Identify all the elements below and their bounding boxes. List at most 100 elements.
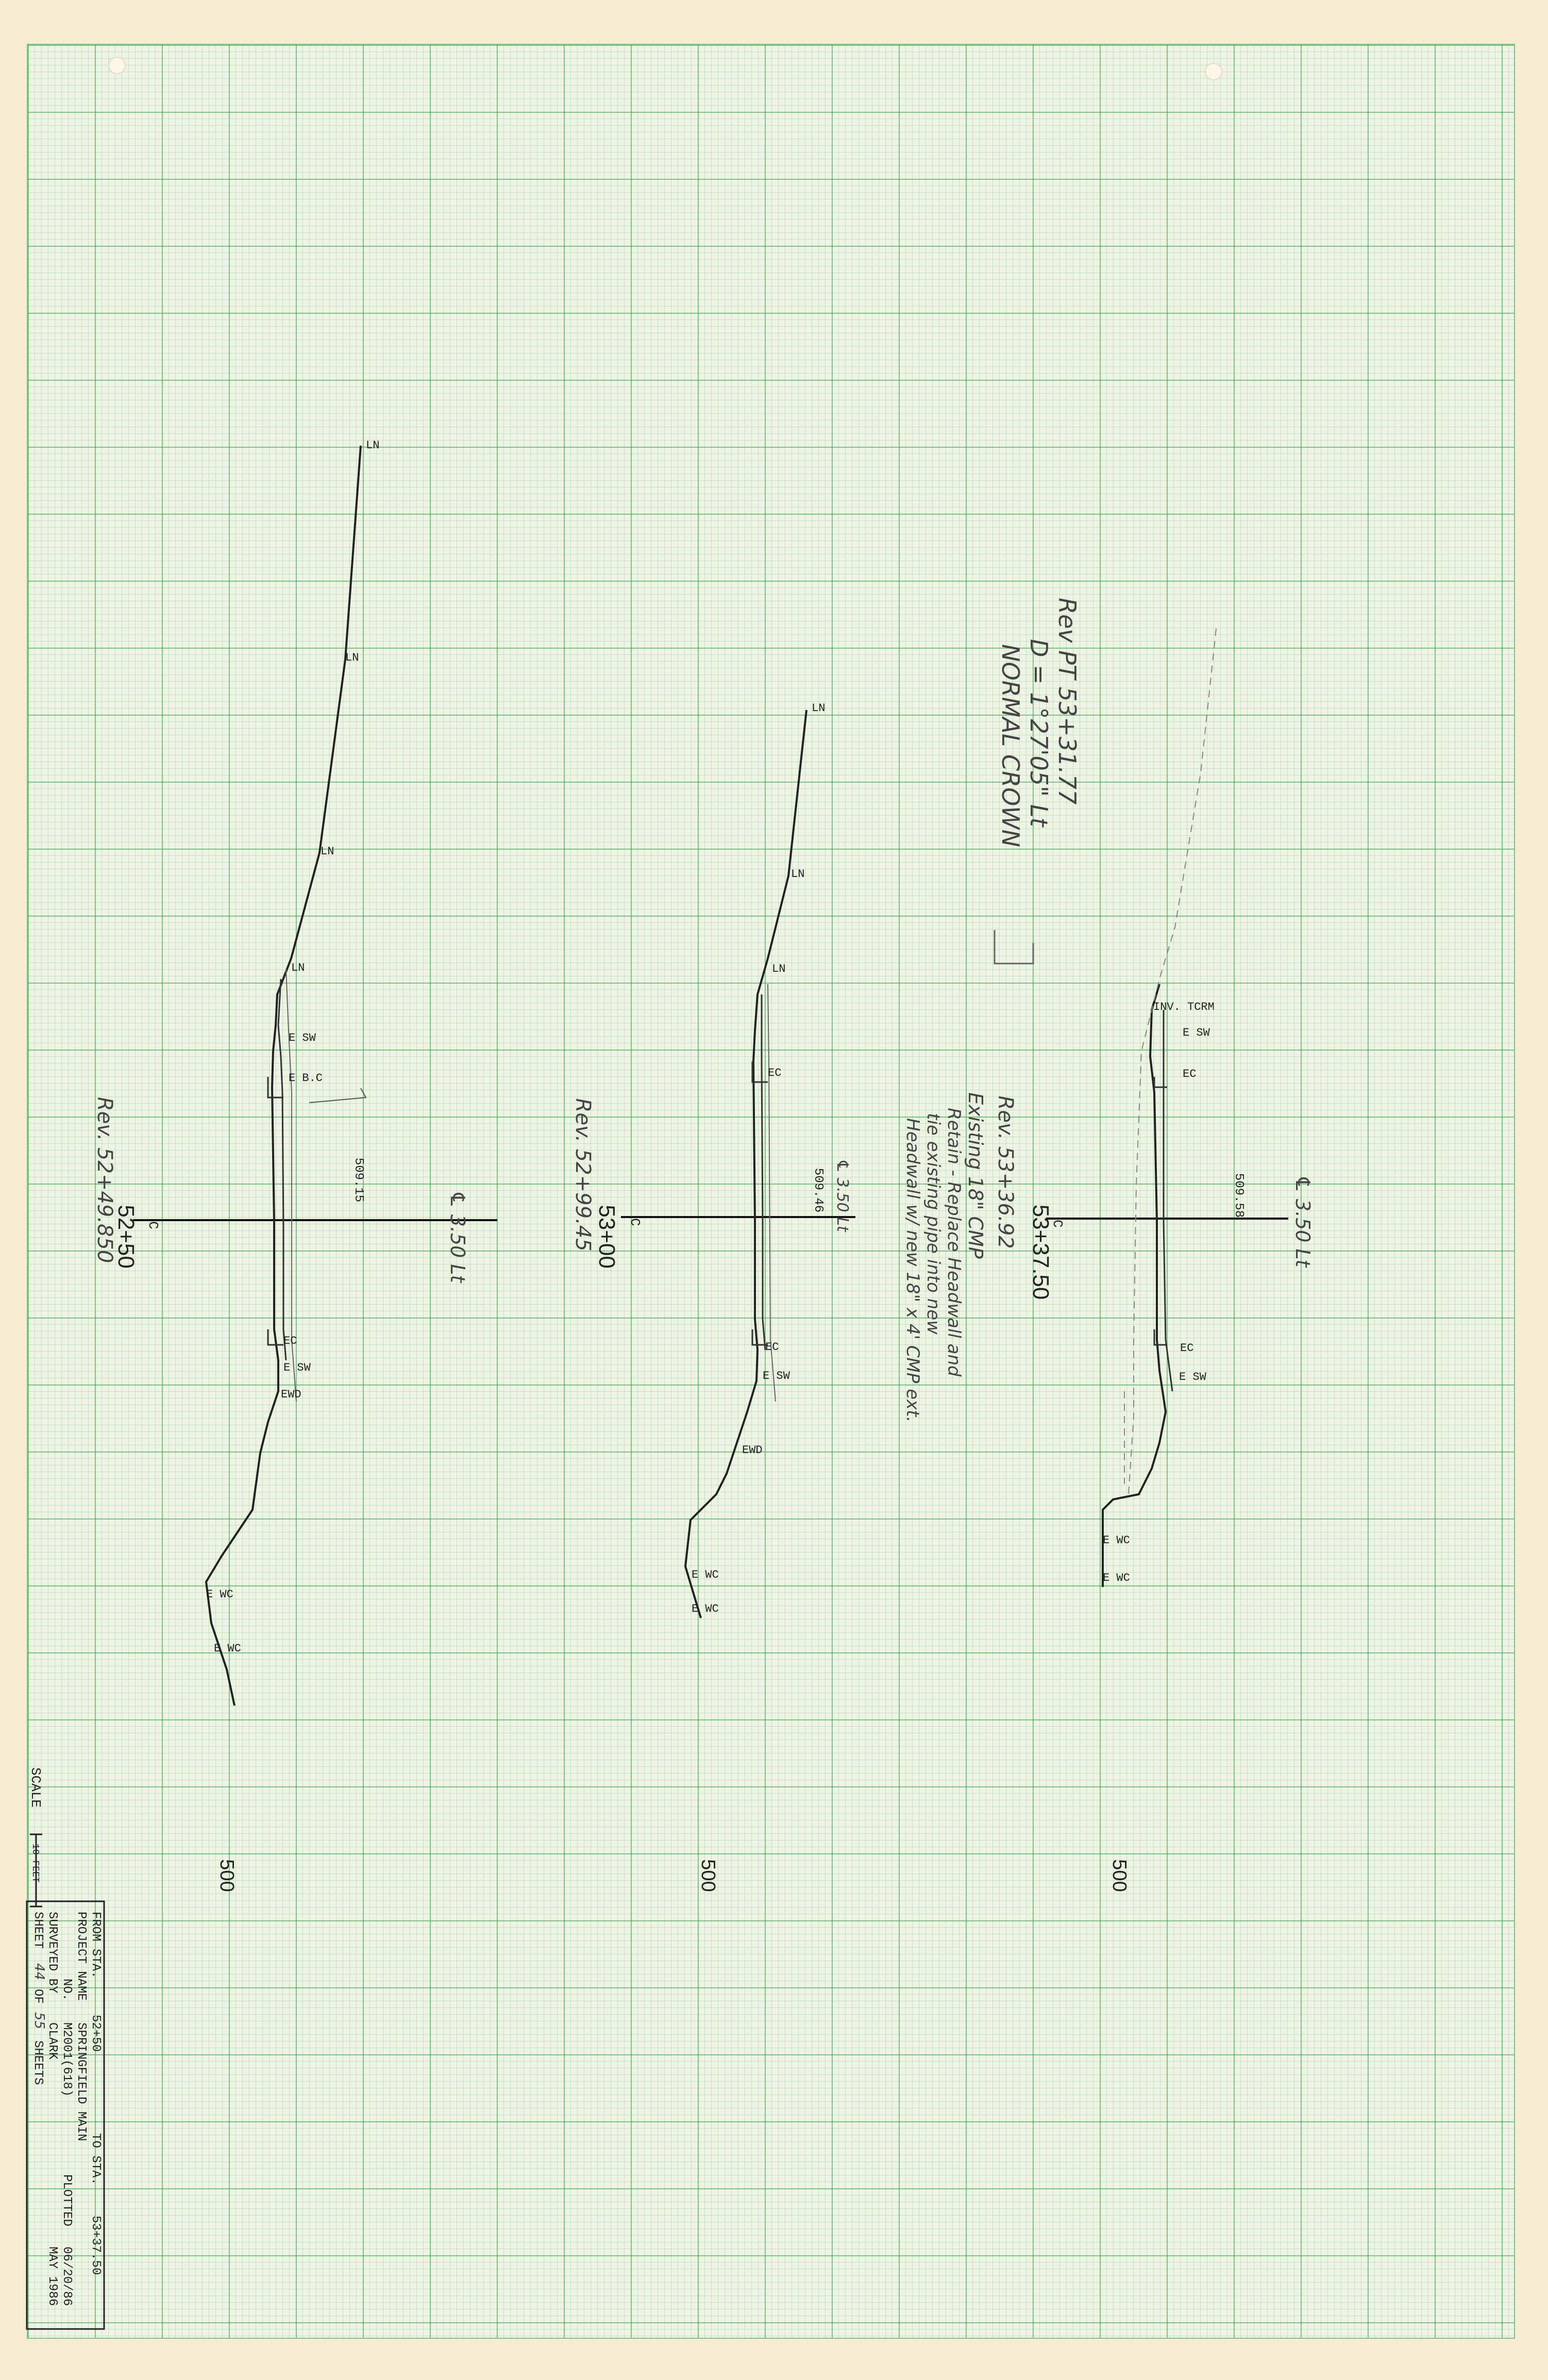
punch-hole bbox=[109, 58, 125, 73]
point-label: INV. TCRM bbox=[1153, 1001, 1215, 1014]
design-notes: Rev PT 53+31.77 D = 1°27'05" Lt NORMAL C… bbox=[902, 598, 1081, 1422]
point-label: E WC bbox=[692, 1602, 719, 1615]
sheet-total: 55 bbox=[31, 2012, 47, 2029]
point-label: LN bbox=[291, 961, 305, 974]
point-label: LN bbox=[791, 868, 804, 881]
revised-station-note: Rev. 52+49.850 bbox=[93, 1097, 116, 1263]
point-label: LN bbox=[321, 845, 334, 858]
point-label: EWD bbox=[742, 1444, 763, 1457]
point-label: LN bbox=[366, 439, 379, 452]
plotted-label: PLOTTED bbox=[60, 2174, 74, 2226]
curb-symbol bbox=[751, 1061, 768, 1083]
curb-symbol bbox=[751, 1329, 768, 1346]
template-line bbox=[277, 978, 287, 1361]
scale-value: 10 FEET bbox=[30, 1844, 40, 1883]
point-label: E SW bbox=[289, 1032, 316, 1044]
station-label: 53+00 bbox=[594, 1205, 619, 1269]
sheet-number: 44 bbox=[31, 1963, 47, 1980]
datum-elevation-label: 500 bbox=[697, 1859, 719, 1892]
station-label: 52+50 bbox=[113, 1205, 139, 1269]
point-label: E WC bbox=[206, 1588, 233, 1601]
cmp-note: Retain - Replace Headwall and bbox=[944, 1108, 964, 1377]
offset-note: ℄ 3.50 Lt bbox=[1291, 1175, 1314, 1269]
station-label: 53+37.50 bbox=[1028, 1205, 1053, 1300]
centerline-symbol: C bbox=[627, 1218, 643, 1226]
point-label: E B.C bbox=[289, 1072, 323, 1085]
plotted-date: 06/20/86 bbox=[60, 2247, 74, 2306]
project-no: M2001(618) bbox=[60, 2022, 74, 2097]
datum-elevation-label: 500 bbox=[216, 1859, 238, 1892]
project-name-label: PROJECT NAME bbox=[74, 1912, 88, 2001]
centerline-symbol: C bbox=[1050, 1220, 1065, 1228]
offset-note: ℄ 3.50 Lt bbox=[833, 1159, 851, 1232]
to-station-label: TO STA. bbox=[89, 2133, 103, 2185]
cmp-note: tie existing pipe into new bbox=[923, 1113, 944, 1335]
sheets-label: SHEETS bbox=[31, 2040, 45, 2085]
point-label: E WC bbox=[1103, 1572, 1130, 1584]
template-line bbox=[761, 994, 766, 1351]
curb-symbol bbox=[1153, 1329, 1167, 1346]
point-label: E SW bbox=[763, 1370, 790, 1382]
point-label: EC bbox=[768, 1067, 781, 1079]
curb-symbol bbox=[267, 1077, 283, 1099]
offset-note: ℄ 3.50 Lt bbox=[446, 1191, 469, 1284]
to-station: 53+37.50 bbox=[89, 2216, 103, 2275]
sheet-label: SHEET bbox=[31, 1912, 45, 1949]
point-label: LN bbox=[345, 651, 359, 664]
point-label: EC bbox=[283, 1335, 297, 1347]
point-label: E SW bbox=[1183, 1026, 1210, 1039]
cmp-note: Headwall w/ new 18" x 4' CMP ext. bbox=[902, 1118, 923, 1422]
template-line bbox=[767, 984, 776, 1402]
curve-note: D = 1°27'05" Lt bbox=[1025, 639, 1053, 828]
scale-bar: SCALE 10 FEET bbox=[28, 1767, 43, 1908]
point-label: EC bbox=[765, 1341, 779, 1354]
punch-hole bbox=[1206, 64, 1221, 79]
of-label: OF bbox=[31, 1989, 45, 2004]
revised-station-note: Rev. 53+36.92 bbox=[994, 1095, 1017, 1248]
title-block-border bbox=[26, 1900, 105, 2330]
template-line bbox=[285, 968, 297, 1402]
datum-elevation-label: 500 bbox=[1108, 1859, 1130, 1892]
project-no-label: NO. bbox=[60, 1979, 74, 2001]
point-label: EC bbox=[1180, 1342, 1193, 1355]
cross-section-52-50: LN LN LN LN E SW E B.C EC E SW EWD E WC … bbox=[93, 439, 497, 1892]
point-label: E SW bbox=[1179, 1371, 1207, 1383]
cross-section-53-00: LN LN LN EC EC E SW EWD E WC E WC 53+00 … bbox=[571, 702, 855, 1892]
scale-label: SCALE bbox=[28, 1767, 43, 1808]
project-name: SPRINGFIELD MAIN bbox=[74, 2022, 88, 2141]
revised-station-note: Rev. 52+99.45 bbox=[571, 1098, 595, 1251]
surveyed-by: CLARK bbox=[45, 2022, 59, 2060]
title-block: FROM STA. 52+50 TO STA. 53+37.50 PROJECT… bbox=[26, 1900, 105, 2330]
crown-note: NORMAL CROWN bbox=[997, 644, 1024, 847]
point-label: EWD bbox=[281, 1388, 301, 1401]
surveyed-by-label: SURVEYED BY bbox=[45, 1912, 59, 1993]
elevation-label: 509.46 bbox=[811, 1168, 825, 1212]
point-label: EC bbox=[1183, 1068, 1196, 1081]
point-label: LN bbox=[772, 963, 785, 975]
ground-profile-line bbox=[684, 710, 807, 1618]
cmp-note: Existing 18" CMP bbox=[964, 1092, 987, 1259]
curb-symbol bbox=[267, 1329, 283, 1346]
point-label: E SW bbox=[283, 1361, 311, 1374]
elevation-label: 509.58 bbox=[1232, 1173, 1246, 1218]
point-label: E WC bbox=[214, 1642, 241, 1655]
manhole-symbol bbox=[994, 930, 1034, 965]
point-label: E WC bbox=[692, 1568, 719, 1581]
cross-section-53-37-50: INV. TCRM E SW EC EC E SW E WC E WC 53+3… bbox=[994, 628, 1314, 1892]
graph-paper-grid bbox=[27, 44, 1515, 2339]
point-label: LN bbox=[812, 702, 825, 715]
point-label: E WC bbox=[1103, 1534, 1130, 1547]
proposed-profile-dashed bbox=[1128, 628, 1217, 1495]
ground-profile-line bbox=[1102, 984, 1167, 1587]
rev-pt-note: Rev PT 53+31.77 bbox=[1053, 598, 1081, 804]
from-station: 52+50 bbox=[89, 2015, 103, 2052]
survey-date: MAY 1986 bbox=[45, 2247, 59, 2306]
right-of-way-mark bbox=[309, 1088, 367, 1103]
elevation-label: 509.15 bbox=[351, 1158, 365, 1202]
centerline-symbol: C bbox=[145, 1221, 161, 1229]
curb-symbol bbox=[1153, 1077, 1167, 1088]
from-station-label: FROM STA. bbox=[89, 1912, 103, 1979]
template-line bbox=[1163, 1010, 1173, 1392]
